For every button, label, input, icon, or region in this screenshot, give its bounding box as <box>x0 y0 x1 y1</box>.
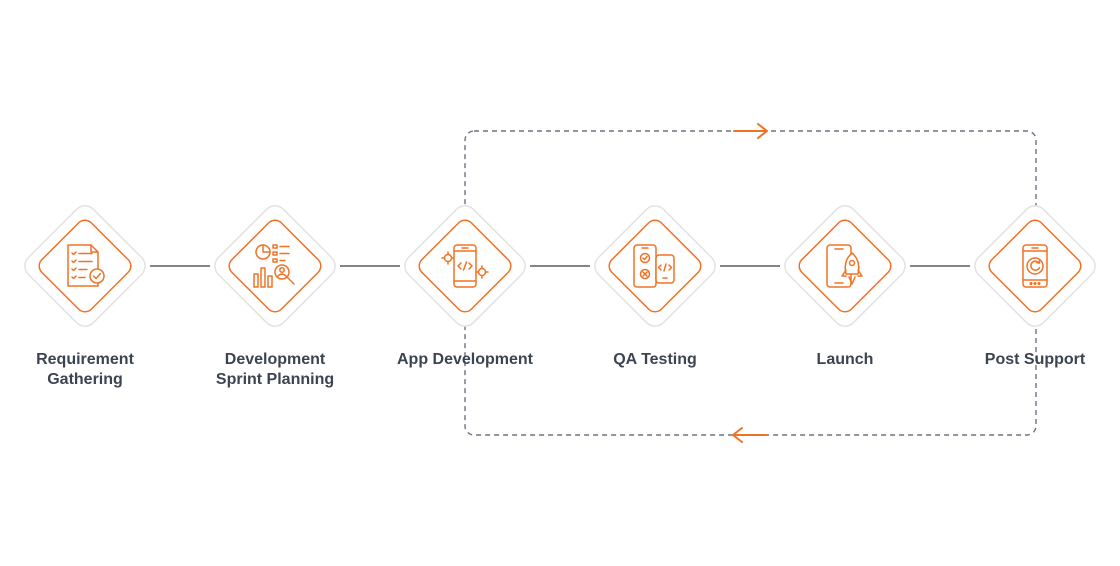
step-label-development-sprint-planning: Development Sprint Planning <box>215 351 335 388</box>
step-qa-testing <box>589 200 721 332</box>
step-label-app-development: App Development <box>396 351 533 368</box>
step-launch <box>779 200 911 332</box>
test-devices-icon <box>633 244 675 288</box>
loop-arrow-right <box>733 123 768 139</box>
step-label-qa-testing: QA Testing <box>613 351 697 368</box>
loop-arrow-left <box>732 427 767 443</box>
step-requirement-gathering <box>19 200 151 332</box>
chart-analysis-icon <box>253 244 295 288</box>
step-label-post-support: Post Support <box>984 351 1086 368</box>
iteration-loop <box>464 130 1037 436</box>
step-label-requirement-gathering: Requirement Gathering <box>36 351 134 388</box>
phone-rocket-icon <box>826 244 863 288</box>
checklist-document-icon <box>67 244 105 287</box>
step-label-launch: Launch <box>816 351 874 368</box>
step-post-support <box>969 200 1101 332</box>
step-app-development <box>399 200 531 332</box>
step-development-sprint-planning <box>209 200 341 332</box>
mobile-code-gears-icon <box>441 244 489 288</box>
phone-sync-icon <box>1022 244 1048 288</box>
